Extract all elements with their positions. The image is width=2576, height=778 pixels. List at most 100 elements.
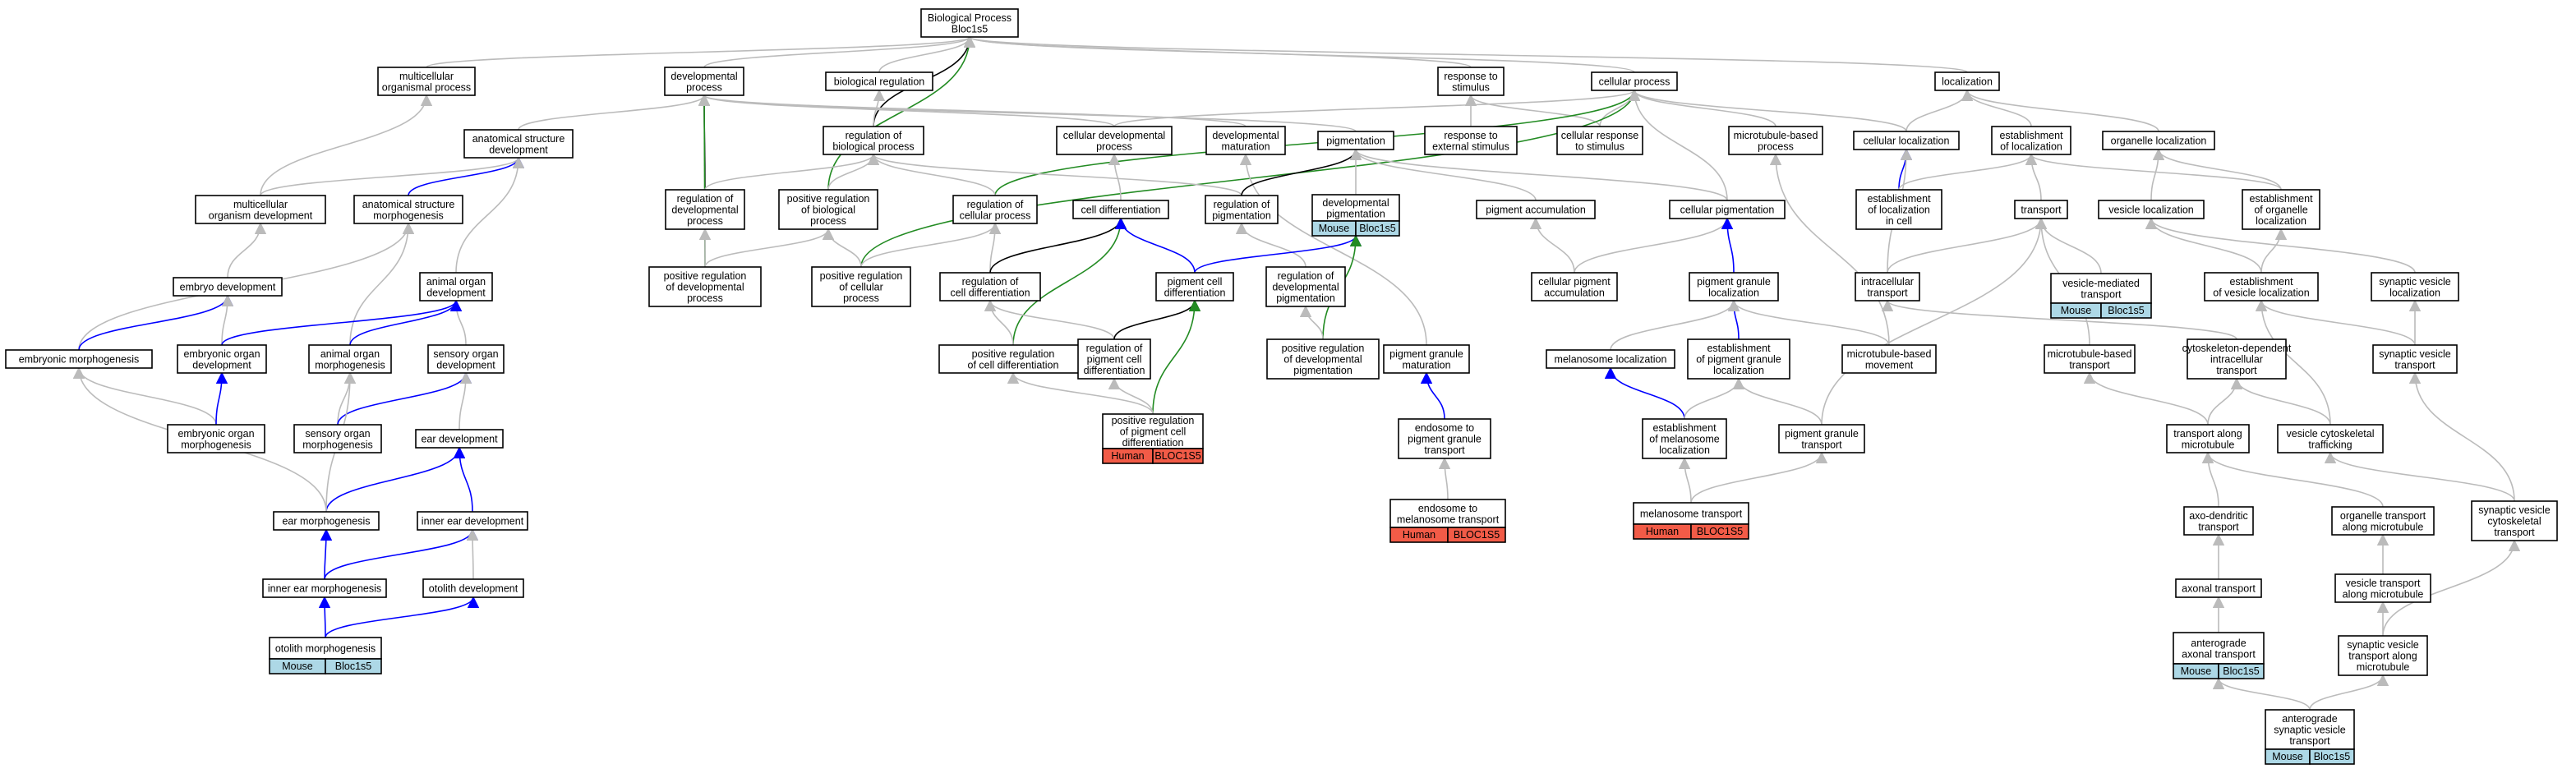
node-label-line: transport (2216, 365, 2257, 376)
node-box (273, 511, 380, 531)
go-term-node-pigacc[interactable]: pigment accumulation (1476, 200, 1596, 219)
go-term-node-loc[interactable]: localization (1934, 71, 2000, 91)
node-label-line: synaptic vesicle (2379, 276, 2451, 288)
node-label-line: pigment granule (1785, 428, 1859, 440)
go-term-node-eard[interactable]: ear development (415, 429, 504, 449)
edge-celldevp-to-devp (698, 94, 1115, 127)
node-box (2187, 338, 2287, 380)
go-term-node-vesloc[interactable]: vesicle localization (2098, 200, 2205, 219)
go-term-node-otod[interactable]: otolith development (422, 578, 524, 598)
edge-endopg-to-pgmat (1420, 371, 1445, 420)
go-term-node-ieard[interactable]: inner ear development (417, 511, 528, 531)
go-term-node-cellloc[interactable]: cellular localization (1853, 131, 1960, 150)
edge-endomel-to-endopg (1438, 457, 1451, 500)
go-term-node-pigm[interactable]: pigmentation (1317, 131, 1394, 150)
go-term-node-axt[interactable]: axonal transport (2175, 578, 2262, 598)
gene-label: Bloc1s5 (1359, 223, 1396, 234)
go-term-node-cellpig[interactable]: cellular pigmentation (1669, 200, 1786, 219)
go-term-node-celldiff[interactable]: cell differentiation (1072, 200, 1169, 219)
go-term-node-embdev[interactable]: embryo development (173, 277, 283, 297)
node-label-line: microtubule-based (1734, 130, 1818, 141)
go-term-node-earm[interactable]: ear morphogenesis (273, 511, 380, 531)
node-label-line: response to (1444, 130, 1497, 141)
go-term-node-melloc[interactable]: melanosome localization (1546, 349, 1675, 369)
go-term-node-cdit[interactable]: cytoskeleton-dependentintracellulartrans… (2182, 338, 2292, 380)
edge-layer (72, 35, 2521, 711)
go-term-node-transport[interactable]: transport (2014, 200, 2068, 219)
gene-tag-cell (1355, 220, 1400, 237)
go-term-node-cellp[interactable]: cellular process (1591, 71, 1678, 91)
go-term-node-iearm[interactable]: inner ear morphogenesis (262, 578, 387, 598)
node-box (269, 637, 382, 660)
go-term-node-bioreg[interactable]: biological regulation (825, 71, 933, 91)
go-term-node-embmorph[interactable]: embryonic morphogenesis (5, 349, 153, 369)
node-box (2102, 131, 2215, 150)
node-label-line: development (426, 287, 486, 298)
edge-posregcp-to-regcp (860, 222, 1002, 268)
go-term-node-orgloc[interactable]: organelle localization (2102, 131, 2215, 150)
